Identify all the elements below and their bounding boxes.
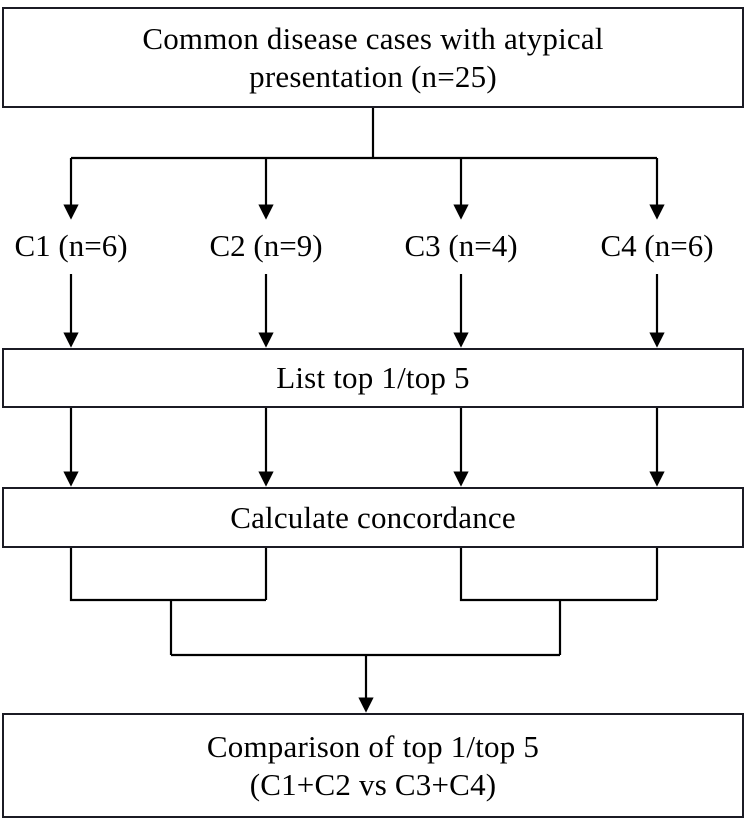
connector-split-arrows — [63, 158, 665, 220]
connector-merge-pairs — [69, 548, 659, 657]
group-label-c2: C2 (n=9) — [209, 228, 323, 263]
group-label-c3: C3 (n=4) — [404, 228, 518, 263]
group-label-c1: C1 (n=6) — [14, 228, 128, 263]
node-comparison: Comparison of top 1/top 5 (C1+C2 vs C3+C… — [2, 713, 744, 818]
node-source-population-label: Common disease cases with atypical prese… — [142, 20, 604, 94]
group-label-c4: C4 (n=6) — [600, 228, 714, 263]
node-calculate-concordance-label: Calculate concordance — [230, 499, 516, 535]
node-list-top: List top 1/top 5 — [2, 348, 744, 408]
connector-top-trunk — [71, 108, 657, 160]
connector-cohorts-to-list — [63, 274, 665, 348]
node-list-top-label: List top 1/top 5 — [276, 360, 470, 396]
node-source-population: Common disease cases with atypical prese… — [2, 7, 744, 108]
node-comparison-label: Comparison of top 1/top 5 (C1+C2 vs C3+C… — [206, 728, 540, 802]
node-calculate-concordance: Calculate concordance — [2, 487, 744, 548]
connector-list-to-calculate — [63, 408, 665, 487]
